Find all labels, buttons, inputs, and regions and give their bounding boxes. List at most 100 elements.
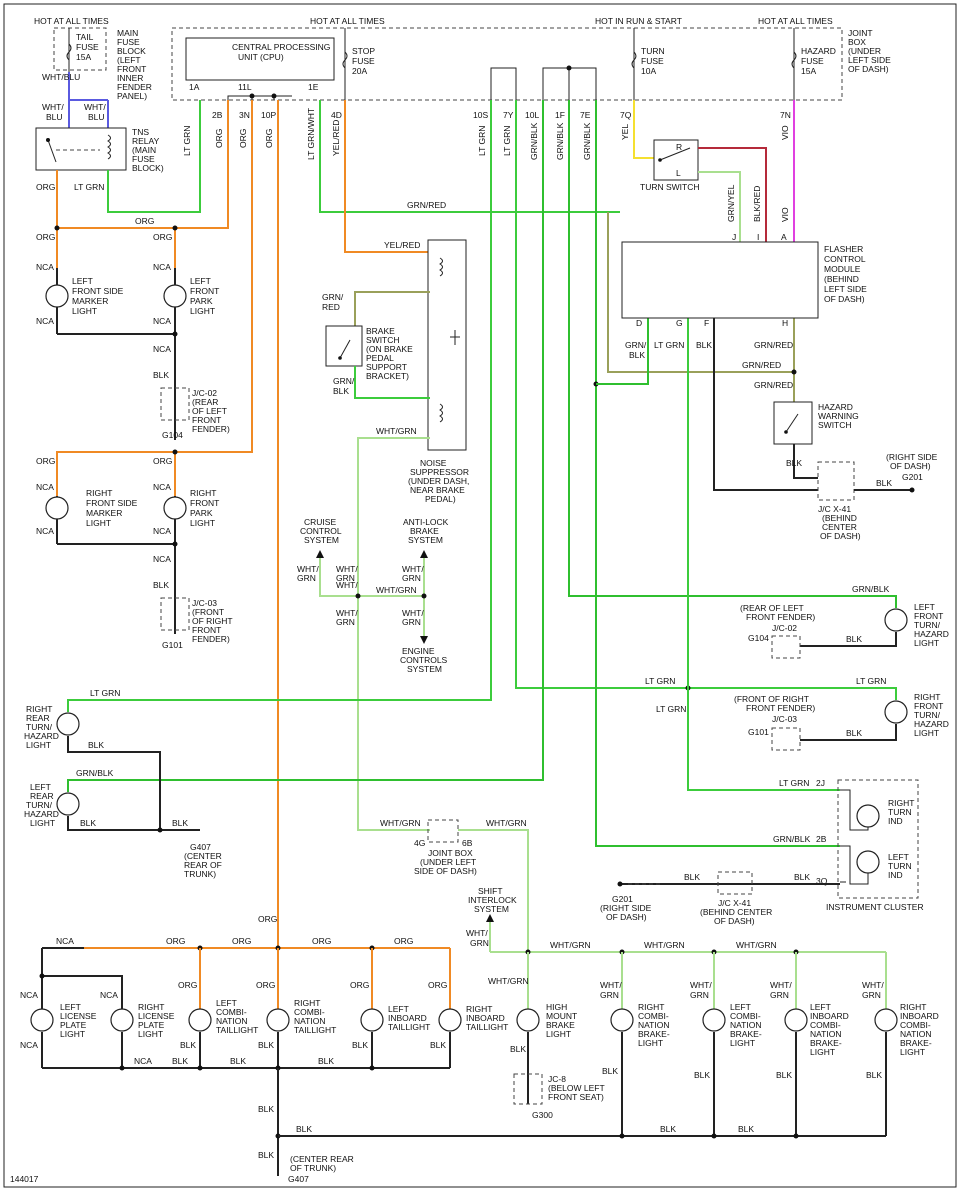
svg-text:REAR OF: REAR OF: [184, 860, 222, 870]
wire-wht-grn-main: [357, 437, 430, 831]
label-grn-red-hz: GRN/RED: [754, 380, 793, 390]
label-blk-b3: BLK: [776, 1070, 792, 1080]
label-nca-lp3: NCA: [20, 1040, 38, 1050]
svg-text:MOUNT: MOUNT: [546, 1011, 577, 1021]
label-lt-grn-wht: LT GRN/WHT: [306, 108, 316, 160]
turn-switch-l: L: [676, 168, 681, 178]
wire-grn-red-flasher: [607, 212, 795, 373]
turn-fuse-1: TURN: [641, 46, 665, 56]
svg-text:BRAKE: BRAKE: [546, 1020, 575, 1030]
wire-lt-grn-7y: [515, 100, 897, 700]
svg-text:G101: G101: [748, 727, 769, 737]
svg-text:TAILLIGHT: TAILLIGHT: [294, 1025, 336, 1035]
svg-text:HAZARD: HAZARD: [914, 719, 949, 729]
left-front-park-lamp: [163, 284, 187, 308]
label-org-t1: ORG: [166, 936, 185, 946]
hazard-warning-switch: [773, 401, 813, 445]
label-wht-b: WHT/: [336, 564, 358, 574]
svg-text:BRAKE: BRAKE: [366, 326, 395, 336]
svg-text:(MAIN: (MAIN: [132, 145, 156, 155]
svg-text:(LEFT: (LEFT: [117, 55, 141, 65]
ground-g104-left: G104: [162, 430, 183, 440]
svg-text:FRONT SIDE: FRONT SIDE: [72, 286, 124, 296]
label-org-2b: ORG: [135, 216, 154, 226]
label-grn-red-h: GRN/RED: [754, 340, 793, 350]
svg-text:OF TRUNK): OF TRUNK): [290, 1163, 336, 1173]
svg-text:BRAKE-: BRAKE-: [900, 1038, 932, 1048]
svg-text:(ON BRAKE: (ON BRAKE: [366, 344, 413, 354]
svg-text:LEFT: LEFT: [730, 1002, 751, 1012]
right-inboard-combination-brake-lamp: [874, 1008, 898, 1032]
tail-fuse-label-2: FUSE: [76, 42, 99, 52]
label-grn-e: GRN: [336, 617, 355, 627]
svg-text:TURN: TURN: [888, 807, 912, 817]
wire-grn-blk-brake: [354, 366, 430, 399]
svg-text:FRONT FENDER): FRONT FENDER): [746, 703, 815, 713]
svg-text:LIGHT: LIGHT: [26, 740, 51, 750]
jbox-pin-7e: 7E: [580, 110, 591, 120]
svg-text:PANEL): PANEL): [117, 91, 147, 101]
svg-text:CONTROL: CONTROL: [300, 526, 342, 536]
svg-text:TNS: TNS: [132, 127, 149, 137]
tail-fuse-label-3: 15A: [76, 52, 91, 62]
svg-text:J/C-03: J/C-03: [192, 598, 217, 608]
shift-interlock-label: SHIFT INTERLOCK SYSTEM: [468, 886, 517, 914]
right-turn-indicator: [856, 804, 880, 828]
rear-left-front-fender-label: (REAR OF LEFT FRONT FENDER) J/C-02 G104: [740, 603, 815, 643]
svg-text:NATION: NATION: [810, 1029, 841, 1039]
flasher-pin-g: G: [676, 318, 683, 328]
label-nca-8: NCA: [153, 482, 171, 492]
jcx41-bottom-box: [717, 871, 753, 895]
svg-text:G104: G104: [748, 633, 769, 643]
svg-text:OF DASH): OF DASH): [824, 294, 865, 304]
svg-text:INBOARD: INBOARD: [900, 1011, 939, 1021]
label-nca-10: NCA: [153, 554, 171, 564]
svg-text:LIGHT: LIGHT: [638, 1038, 663, 1048]
turn-switch-r: R: [676, 142, 682, 152]
svg-text:NOISE: NOISE: [420, 458, 447, 468]
svg-text:FUSE: FUSE: [132, 154, 155, 164]
svg-text:LIGHT: LIGHT: [86, 518, 111, 528]
label-nca-lp1: NCA: [20, 990, 38, 1000]
wire-yel-red: [344, 100, 430, 253]
svg-text:INTERLOCK: INTERLOCK: [468, 895, 517, 905]
jcx41-top-box: [817, 461, 855, 501]
svg-text:(UNDER LEFT: (UNDER LEFT: [420, 857, 476, 867]
svg-text:(UNDER: (UNDER: [848, 46, 881, 56]
cpu-pin-11l: 11L: [238, 82, 252, 92]
cruise-control-label: CRUISE CONTROL SYSTEM: [300, 517, 342, 545]
svg-text:FENDER: FENDER: [117, 82, 152, 92]
jcx41-top-label: J/C X-41 (BEHIND CENTER OF DASH): [818, 504, 861, 541]
svg-text:(FRONT OF RIGHT: (FRONT OF RIGHT: [734, 694, 809, 704]
svg-text:LIGHT: LIGHT: [730, 1038, 755, 1048]
svg-text:(RIGHT SIDE: (RIGHT SIDE: [886, 452, 938, 462]
label-grn-a: GRN: [297, 573, 316, 583]
label-grn-c: GRN: [402, 573, 421, 583]
svg-text:J/C-02: J/C-02: [192, 388, 217, 398]
svg-text:LEFT: LEFT: [30, 782, 51, 792]
label-blk-r5: BLK: [258, 1040, 274, 1050]
svg-text:OF DASH): OF DASH): [606, 912, 647, 922]
label-wht-grn-sup: WHT/GRN: [376, 426, 417, 436]
svg-text:JOINT BOX: JOINT BOX: [428, 848, 473, 858]
hazard-fuse-2: FUSE: [801, 56, 824, 66]
wire-blk-red: [698, 147, 767, 242]
right-combination-brake-lamp: [610, 1008, 634, 1032]
label-yel-red-b: YEL/RED: [384, 240, 420, 250]
hazard-fuse-3: 15A: [801, 66, 816, 76]
jbox-pin-7q: 7Q: [620, 110, 632, 120]
label-blk-r6: BLK: [352, 1040, 368, 1050]
high-mount-brake-lamp: [516, 1008, 540, 1032]
flasher-pin-f: F: [704, 318, 709, 328]
svg-text:TAILLIGHT: TAILLIGHT: [216, 1025, 258, 1035]
svg-text:SYSTEM: SYSTEM: [474, 904, 509, 914]
left-inboard-combination-brake-lamp: [784, 1008, 808, 1032]
label-wht-grn-b1: WHT/GRN: [550, 940, 591, 950]
svg-text:HAZARD: HAZARD: [24, 731, 59, 741]
label-org-lf-park: ORG: [153, 232, 172, 242]
diagram-id: 144017: [10, 1174, 39, 1184]
label-wht-c: WHT/: [402, 564, 424, 574]
svg-text:G300: G300: [532, 1110, 553, 1120]
label-nca-tail: NCA: [56, 936, 74, 946]
